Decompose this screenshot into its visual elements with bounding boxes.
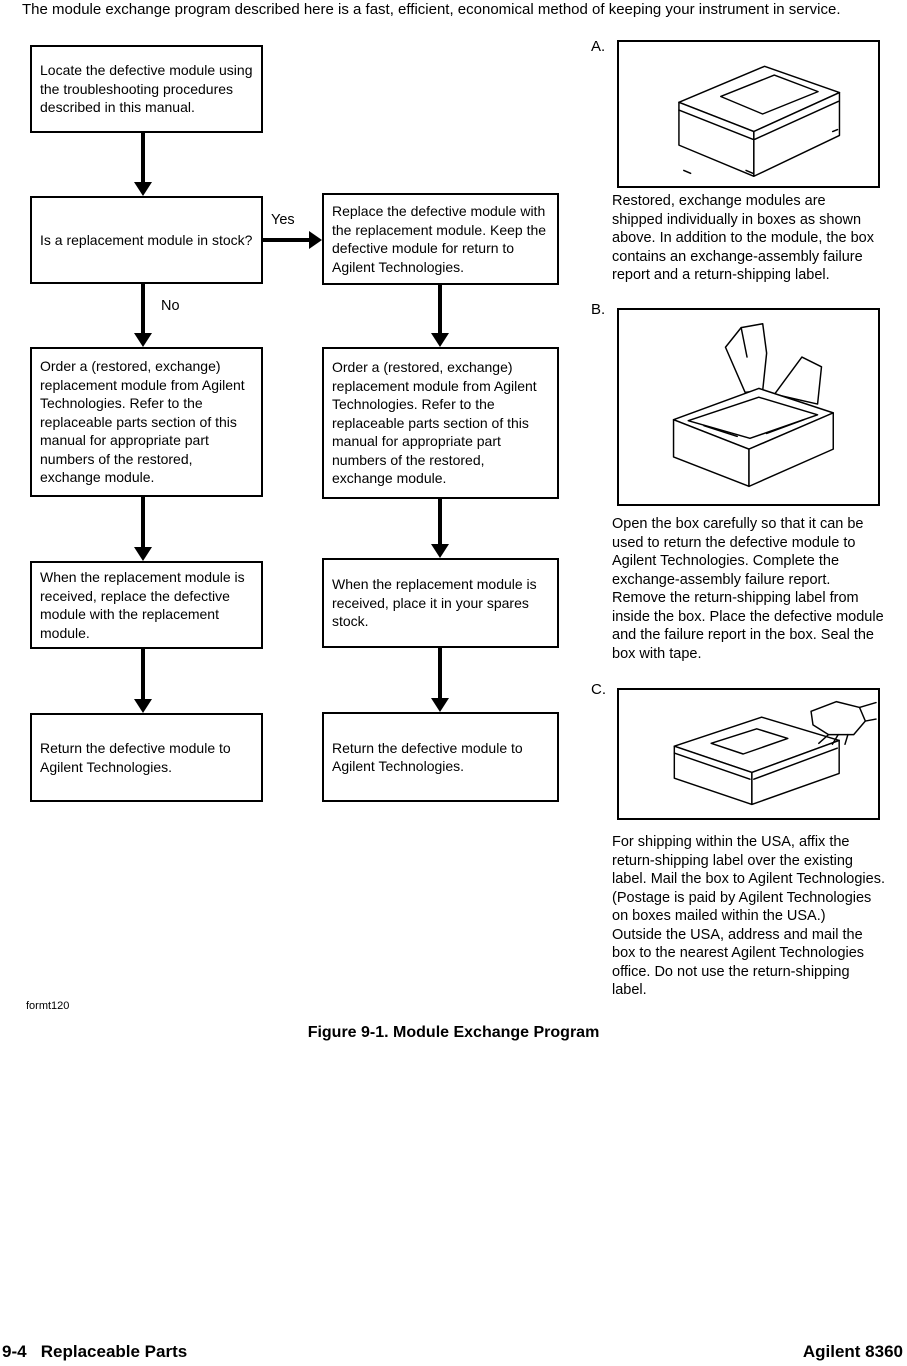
intro-text: The module exchange program described he…	[22, 1, 841, 18]
closed-box-illustration	[678, 65, 841, 178]
arrow-received-to-return-left	[134, 649, 152, 713]
yes-branch-label: Yes	[271, 212, 295, 228]
panel-a-caption: Restored, exchange modules are shipped i…	[612, 193, 874, 283]
arrow-stem	[438, 499, 442, 546]
arrow-head-icon	[309, 231, 322, 249]
arrow-yes-to-replace	[263, 231, 322, 249]
arrow-stem	[438, 285, 442, 335]
arrow-locate-to-stock	[134, 133, 152, 196]
arrow-stem	[141, 133, 145, 184]
footer-section-title: 9-4 Replaceable Parts	[2, 1342, 188, 1361]
panel-a-image-frame	[617, 40, 880, 188]
flow-box-locate-module: Locate the defective module using the tr…	[30, 45, 263, 133]
flow-box-return-defective-right: Return the defective module to Agilent T…	[322, 712, 559, 802]
panel-c-caption: For shipping within the USA, affix the r…	[612, 834, 885, 998]
flow-box-received-spares: When the replacement module is received,…	[322, 558, 559, 648]
arrow-order-to-received-left	[134, 497, 152, 561]
panel-c-label: C.	[591, 681, 606, 698]
panel-b-image-frame	[617, 308, 880, 506]
arrow-stem	[141, 284, 145, 335]
arrow-stem	[438, 648, 442, 700]
flow-box-order-module-left: Order a (restored, exchange) replacement…	[30, 347, 263, 497]
arrow-head-icon	[134, 547, 152, 561]
form-number: formt120	[26, 1000, 70, 1012]
arrow-head-icon	[134, 333, 152, 347]
flow-box-received-replace: When the replacement module is received,…	[30, 561, 263, 649]
arrow-head-icon	[431, 333, 449, 347]
figure-caption: Figure 9-1. Module Exchange Program	[307, 1024, 600, 1041]
flow-box-replacement-in-stock: Is a replacement module in stock?	[30, 196, 263, 284]
arrow-stem	[141, 497, 145, 549]
arrow-replace-to-order	[431, 285, 449, 347]
open-box-illustration	[672, 322, 834, 488]
flow-box-return-defective-left: Return the defective module to Agilent T…	[30, 713, 263, 802]
flow-box-replace-defective: Replace the defective module with the re…	[322, 193, 559, 285]
panel-c-image-frame	[617, 688, 880, 820]
arrow-head-icon	[431, 698, 449, 712]
arrow-stem	[263, 238, 311, 242]
no-branch-label: No	[161, 298, 180, 314]
arrow-stem	[141, 649, 145, 701]
panel-b-caption: Open the box carefully so that it can be…	[612, 516, 884, 662]
arrow-order-to-received-right	[431, 499, 449, 558]
footer-product-name: Agilent 8360	[802, 1342, 903, 1361]
flow-box-order-module-right: Order a (restored, exchange) replacement…	[322, 347, 559, 499]
arrow-head-icon	[134, 699, 152, 713]
arrow-received-to-return-right	[431, 648, 449, 712]
arrow-no-to-order	[134, 284, 152, 347]
panel-b-label: B.	[591, 301, 606, 318]
arrow-head-icon	[431, 544, 449, 558]
arrow-head-icon	[134, 182, 152, 196]
taped-box-with-hand-illustration	[673, 700, 877, 806]
panel-a-label: A.	[591, 38, 606, 55]
